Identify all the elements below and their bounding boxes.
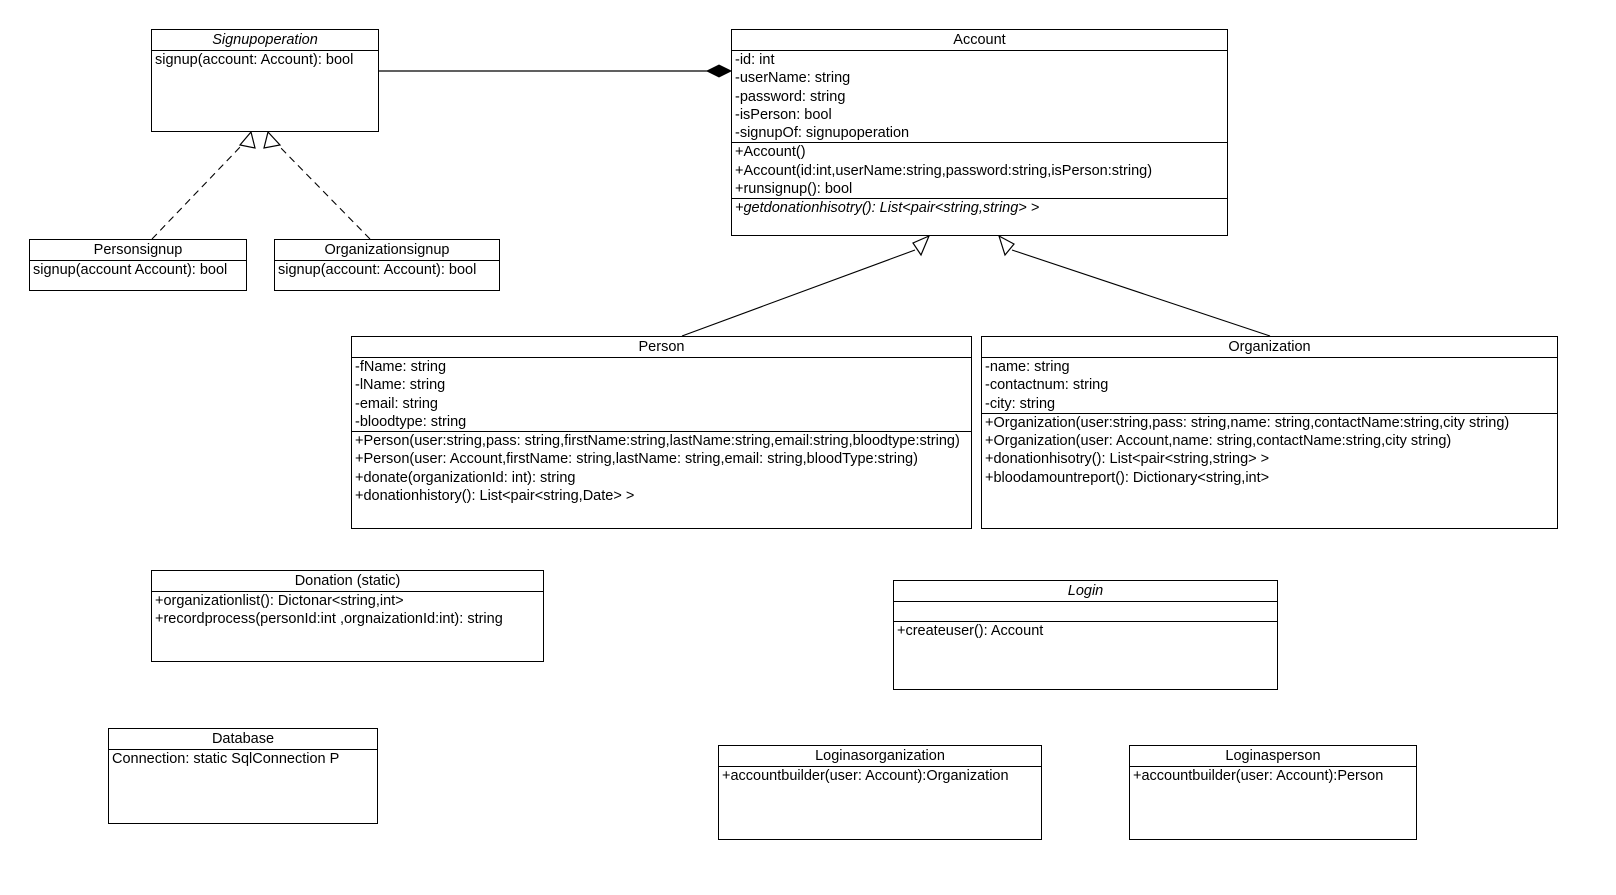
class-member: -fName: string [355, 359, 447, 375]
class-compartment-attributes: Connection: static SqlConnection P [109, 750, 377, 768]
edge-generalization-organization-account [997, 234, 1271, 337]
class-box-personsignup[interactable]: Personsignup signup(account Account): bo… [29, 239, 247, 291]
class-compartment-operations: +Account() +Account(id:int,userName:stri… [732, 143, 1227, 200]
class-member: signup(account: Account): bool [278, 262, 477, 278]
class-member: +organizationlist(): Dictonar<string,int… [155, 593, 404, 609]
class-compartment-attributes: -name: string -contactnum: string -city:… [982, 358, 1557, 414]
class-member: +getdonationhisotry(): List<pair<string,… [735, 200, 1040, 217]
edge-composition-signupoperation-account [379, 64, 733, 78]
class-member: -userName: string [735, 70, 851, 87]
class-compartment-attributes: -id: int -userName: string -password: st… [732, 51, 1227, 144]
class-member: +runsignup(): bool [735, 181, 853, 198]
class-title-organization: Organization [982, 337, 1557, 358]
class-box-organization[interactable]: Organization -name: string -contactnum: … [981, 336, 1558, 529]
class-member: +Person(user:string,pass: string,firstNa… [355, 433, 960, 450]
class-box-loginasperson[interactable]: Loginasperson +accountbuilder(user: Acco… [1129, 745, 1417, 840]
class-member: Connection: static SqlConnection P [112, 751, 340, 767]
class-title-database: Database [109, 729, 377, 750]
class-box-database[interactable]: Database Connection: static SqlConnectio… [108, 728, 378, 824]
edge-realization-personsignup-signupoperation [151, 130, 256, 240]
class-member: +accountbuilder(user: Account):Organizat… [722, 768, 1009, 784]
class-box-loginasorganization[interactable]: Loginasorganization +accountbuilder(user… [718, 745, 1042, 840]
class-member: -contactnum: string [985, 377, 1109, 394]
class-title-signupoperation: Signupoperation [152, 30, 378, 51]
class-title-donation: Donation (static) [152, 571, 543, 592]
class-compartment-attributes: -fName: string -lName: string -email: st… [352, 358, 971, 433]
class-member: +Organization(user: Account,name: string… [985, 433, 1452, 450]
edge-generalization-person-account [681, 234, 931, 337]
class-member: -email: string [355, 395, 438, 412]
class-title-person: Person [352, 337, 971, 358]
class-member: +recordprocess(personId:int ,orgnaizatio… [155, 611, 503, 628]
class-member: -id: int [735, 52, 775, 68]
class-compartment-operations: +createuser(): Account [894, 622, 1277, 640]
class-member: +Person(user: Account,firstName: string,… [355, 451, 918, 468]
class-member: +donationhisotry(): List<pair<string,str… [985, 451, 1270, 468]
class-compartment-operations: signup(account Account): bool [30, 261, 246, 279]
class-title-personsignup: Personsignup [30, 240, 246, 261]
edge-realization-organizationsignup-signupoperation [263, 130, 371, 240]
class-member: -city: string [985, 395, 1056, 412]
class-member: +Organization(user:string,pass: string,n… [985, 414, 1510, 431]
class-title-loginasperson: Loginasperson [1130, 746, 1416, 767]
class-box-signupoperation[interactable]: Signupoperation signup(account: Account)… [151, 29, 379, 132]
class-compartment-operations: +accountbuilder(user: Account):Organizat… [719, 767, 1041, 785]
class-member: -name: string [985, 359, 1070, 375]
class-compartment-operations: signup(account: Account): bool [275, 261, 499, 279]
class-member: +donationhistory(): List<pair<string,Dat… [355, 488, 635, 505]
class-member: +createuser(): Account [897, 623, 1044, 639]
class-title-account: Account [732, 30, 1227, 51]
class-compartment-operations: signup(account: Account): bool [152, 51, 378, 69]
class-member: signup(account Account): bool [33, 262, 228, 278]
class-title-organizationsignup: Organizationsignup [275, 240, 499, 261]
class-member: +donate(organizationId: int): string [355, 469, 576, 486]
class-member: +Account() [735, 144, 806, 161]
class-compartment-abstract-operations: +getdonationhisotry(): List<pair<string,… [732, 199, 1227, 217]
class-box-login[interactable]: Login +createuser(): Account [893, 580, 1278, 690]
class-member: +accountbuilder(user: Account):Person [1133, 768, 1384, 784]
class-member: +Account(id:int,userName:string,password… [735, 162, 1153, 179]
class-title-loginasorganization: Loginasorganization [719, 746, 1041, 767]
class-member: -isPerson: bool [735, 106, 832, 123]
class-member: +bloodamountreport(): Dictionary<string,… [985, 469, 1270, 486]
class-compartment-operations: +Person(user:string,pass: string,firstNa… [352, 432, 971, 505]
class-member: signup(account: Account): bool [155, 52, 354, 68]
class-member: -signupOf: signupoperation [735, 125, 910, 142]
class-compartment-operations: +organizationlist(): Dictonar<string,int… [152, 592, 543, 629]
class-member: -lName: string [355, 377, 446, 394]
class-compartment-operations: +accountbuilder(user: Account):Person [1130, 767, 1416, 785]
class-member: -bloodtype: string [355, 413, 467, 430]
class-box-account[interactable]: Account -id: int -userName: string -pass… [731, 29, 1228, 236]
class-compartment-attributes [894, 602, 1277, 622]
class-member: -password: string [735, 88, 846, 105]
class-box-organizationsignup[interactable]: Organizationsignup signup(account: Accou… [274, 239, 500, 291]
class-compartment-operations: +Organization(user:string,pass: string,n… [982, 414, 1557, 487]
class-box-person[interactable]: Person -fName: string -lName: string -em… [351, 336, 972, 529]
class-title-login: Login [894, 581, 1277, 602]
class-box-donation[interactable]: Donation (static) +organizationlist(): D… [151, 570, 544, 662]
